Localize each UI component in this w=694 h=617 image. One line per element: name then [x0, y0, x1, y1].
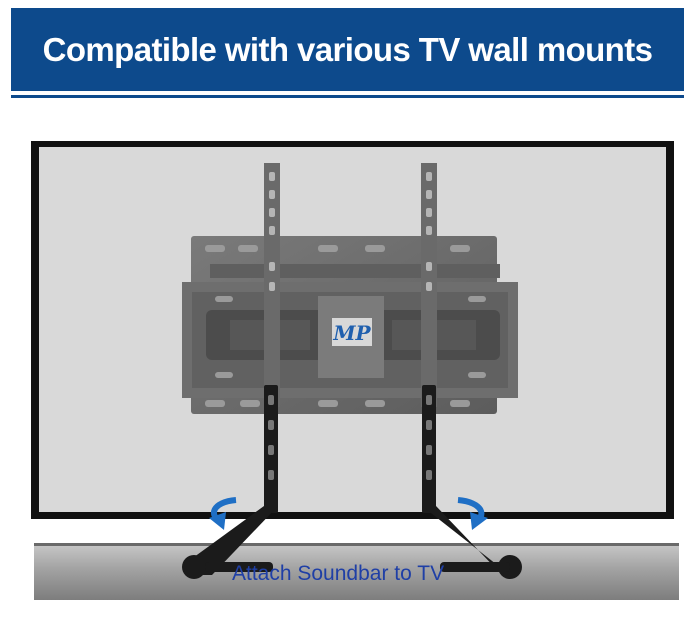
soundbar-body	[34, 543, 679, 600]
mount-slots	[205, 245, 486, 407]
soundbar-brackets	[182, 385, 522, 579]
rotate-arrow-left-icon	[209, 497, 237, 530]
header-banner: Compatible with various TV wall mounts	[11, 8, 684, 91]
brand-logo: MP	[332, 318, 372, 346]
wall-mount: MP	[182, 236, 518, 414]
tv	[31, 141, 674, 519]
soundbar-bracket-right-arm	[422, 506, 520, 575]
soundbar-bracket-left-arm	[190, 506, 278, 575]
logo-text: MP	[332, 321, 371, 345]
soundbar	[34, 543, 679, 600]
banner-divider	[11, 95, 684, 98]
vertical-brackets	[264, 163, 437, 407]
rotate-arrow-right-icon	[457, 497, 488, 530]
banner-title: Compatible with various TV wall mounts	[42, 30, 653, 68]
soundbar-caption: Attach Soundbar to TV	[232, 562, 445, 585]
mount-upper-rail	[210, 264, 500, 278]
